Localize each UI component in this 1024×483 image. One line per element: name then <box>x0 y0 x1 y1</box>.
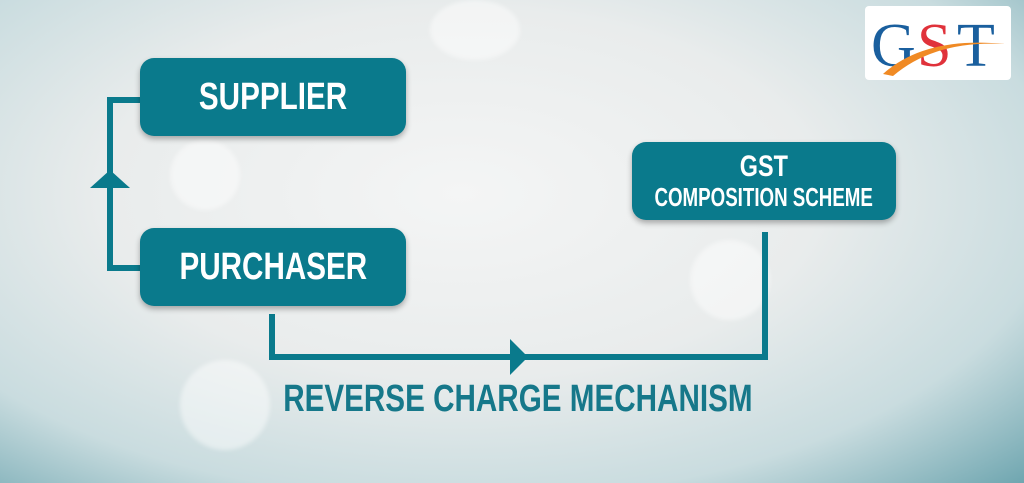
gst-logo: G S T <box>865 6 1011 80</box>
purchaser-label: PURCHASER <box>179 245 367 288</box>
bokeh <box>180 360 270 450</box>
arrow-up-icon <box>90 170 130 188</box>
supplier-label: SUPPLIER <box>198 75 348 118</box>
gst-composition-node: GST COMPOSITION SCHEME <box>632 142 896 220</box>
gst-logo-icon: G S T <box>871 12 1005 80</box>
purchaser-node: PURCHASER <box>140 228 406 306</box>
bokeh <box>690 240 770 320</box>
gst-title: GST <box>739 150 789 183</box>
arrow-right-icon <box>510 339 528 375</box>
bokeh <box>170 140 240 210</box>
caption-text: REVERSE CHARGE MECHANISM <box>283 378 753 420</box>
svg-text:T: T <box>957 12 995 80</box>
caption: REVERSE CHARGE MECHANISM <box>0 378 1024 421</box>
gst-subtitle: COMPOSITION SCHEME <box>654 182 874 212</box>
bokeh <box>430 0 520 60</box>
supplier-node: SUPPLIER <box>140 58 406 136</box>
